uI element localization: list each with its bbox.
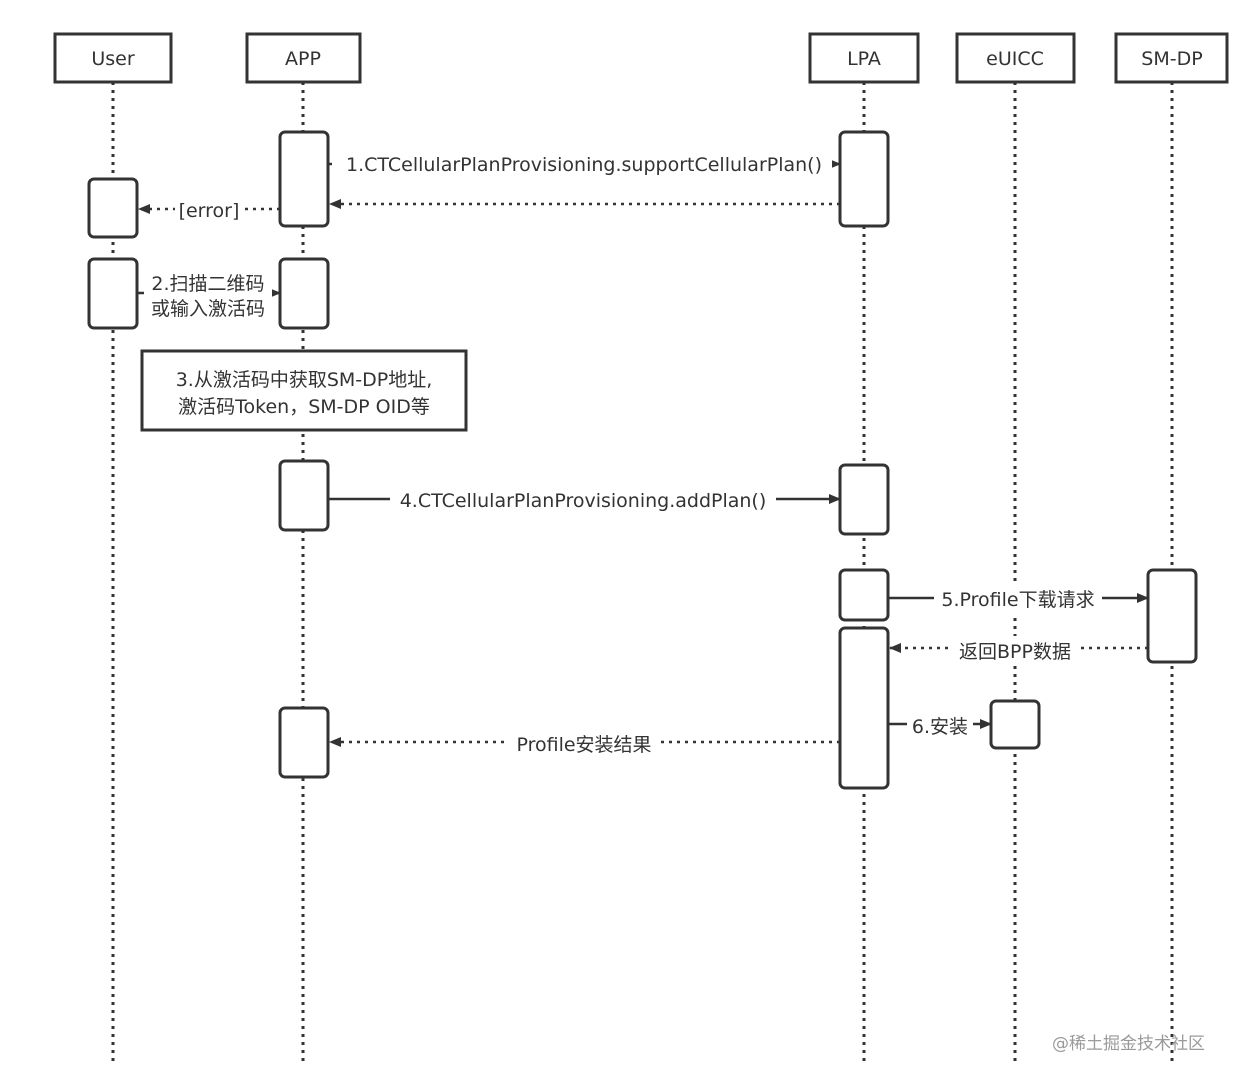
message-label: Profile安装结果 bbox=[516, 734, 651, 756]
actor-euicc: eUICC bbox=[955, 32, 1076, 84]
actor-lpa: LPA bbox=[808, 32, 920, 84]
activation-smdp-1 bbox=[1146, 568, 1198, 664]
message-bpp-return: 返回BPP数据 bbox=[889, 636, 1148, 664]
watermark: @稀土掘金技术社区 bbox=[1052, 1034, 1205, 1054]
message-label: 或输入激活码 bbox=[151, 298, 265, 320]
actor-label: eUICC bbox=[986, 48, 1044, 70]
activation-euicc-1 bbox=[989, 699, 1041, 750]
message-install: 6.安装 bbox=[888, 711, 992, 739]
message-scan-code: 2.扫描二维码 或输入激活码 bbox=[137, 270, 281, 322]
message-label: 2.扫描二维码 bbox=[151, 273, 264, 295]
activation-app-3 bbox=[278, 459, 330, 532]
actor-smdp: SM-DP bbox=[1114, 32, 1229, 84]
message-label: 5.Profile下载请求 bbox=[941, 589, 1094, 611]
message-label: 1.CTCellularPlanProvisioning.supportCell… bbox=[346, 154, 822, 176]
note-line: 激活码Token，SM-DP OID等 bbox=[178, 396, 430, 418]
activation-user-2 bbox=[87, 257, 139, 330]
activation-lpa-1 bbox=[838, 130, 890, 228]
activation-lpa-4 bbox=[838, 626, 890, 790]
message-label: 4.CTCellularPlanProvisioning.addPlan() bbox=[400, 490, 767, 512]
activation-lpa-2 bbox=[838, 463, 890, 536]
message-profile-download: 5.Profile下载请求 bbox=[888, 585, 1149, 613]
activation-user-1 bbox=[87, 177, 139, 239]
note-line: 3.从激活码中获取SM-DP地址, bbox=[176, 369, 433, 391]
note-box: 3.从激活码中获取SM-DP地址, 激活码Token，SM-DP OID等 bbox=[140, 349, 468, 432]
message-label: [error] bbox=[179, 200, 240, 222]
actor-user: User bbox=[53, 32, 173, 84]
actor-label: SM-DP bbox=[1141, 48, 1202, 70]
message-support-plan: 1.CTCellularPlanProvisioning.supportCell… bbox=[328, 150, 841, 178]
message-label: 返回BPP数据 bbox=[959, 641, 1071, 663]
activation-app-2 bbox=[278, 257, 330, 330]
activation-lpa-3 bbox=[838, 568, 890, 622]
message-install-result: Profile安装结果 bbox=[329, 730, 840, 758]
message-label: 6.安装 bbox=[912, 716, 968, 738]
actor-label: APP bbox=[285, 48, 321, 70]
actor-label: User bbox=[91, 48, 134, 70]
message-error: [error] bbox=[138, 197, 280, 223]
actor-app: APP bbox=[245, 32, 362, 84]
activation-app-1 bbox=[278, 130, 330, 228]
message-add-plan: 4.CTCellularPlanProvisioning.addPlan() bbox=[328, 486, 841, 514]
activation-app-4 bbox=[278, 706, 330, 779]
actor-label: LPA bbox=[847, 48, 881, 70]
